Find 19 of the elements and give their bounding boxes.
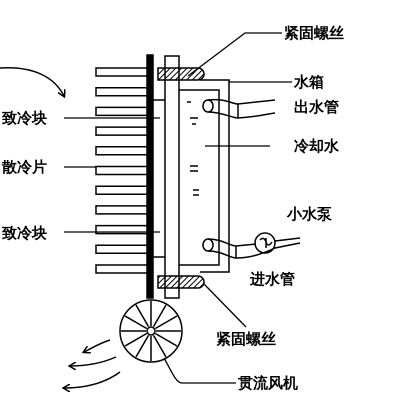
- part-label: 水箱: [294, 73, 324, 91]
- leader-line: [229, 81, 292, 83]
- part-label: 出水管: [294, 98, 339, 116]
- part-label: 紧固螺丝: [216, 330, 276, 348]
- part-label: 进水管: [250, 270, 295, 288]
- part-label: 小水泵: [287, 205, 332, 223]
- leader-line: [204, 284, 246, 328]
- part-label: 致冷块: [2, 224, 47, 242]
- leader-line: [163, 358, 236, 384]
- leader-line: [64, 117, 160, 119]
- leader-line: [64, 166, 96, 168]
- part-label: 冷却水: [294, 137, 339, 155]
- part-label: 致冷块: [2, 109, 47, 127]
- leader-line: [188, 32, 282, 77]
- part-label: 贯流风机: [238, 374, 298, 392]
- leader-line: [205, 145, 270, 147]
- leader-line: [64, 231, 160, 233]
- part-label: 紧固螺丝: [284, 24, 344, 42]
- part-label: 散冷片: [2, 158, 47, 176]
